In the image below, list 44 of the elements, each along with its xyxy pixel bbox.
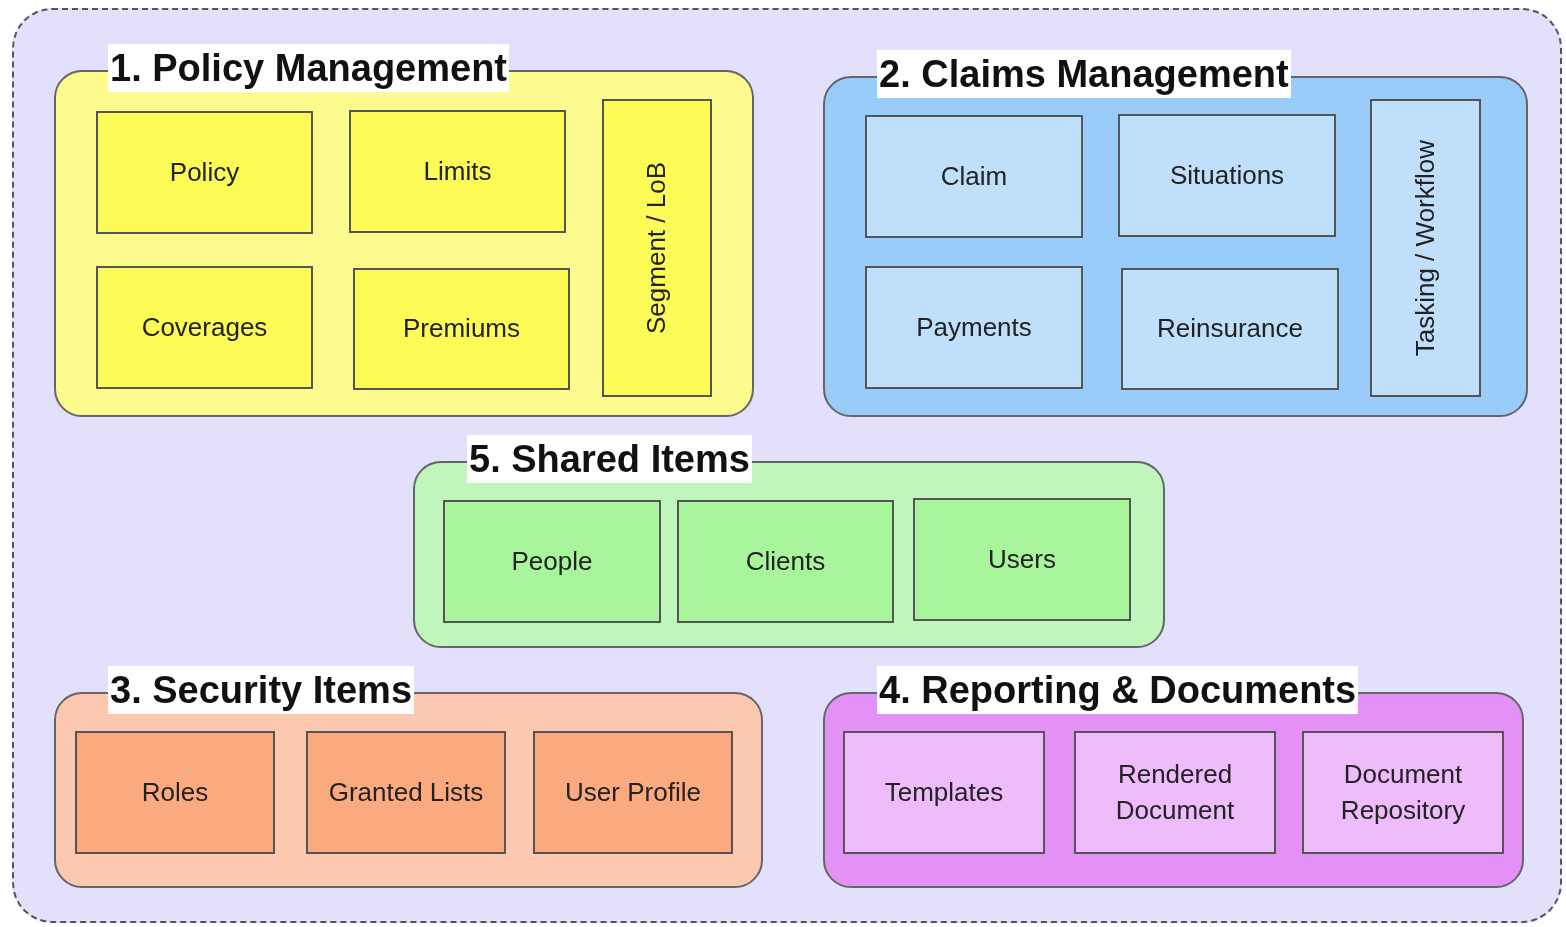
module-label: Tasking / Workflow bbox=[1408, 139, 1441, 357]
module-label: Limits bbox=[423, 154, 492, 188]
module-box bbox=[1370, 99, 1481, 397]
module-box bbox=[349, 110, 566, 233]
module-box bbox=[1074, 731, 1276, 854]
module-box bbox=[533, 731, 733, 854]
module-label: Roles bbox=[141, 775, 209, 809]
module-box bbox=[865, 266, 1083, 389]
module-box bbox=[96, 111, 313, 234]
module-box bbox=[913, 498, 1131, 621]
group-title: 1. Policy Management bbox=[108, 44, 509, 92]
module-label: Policy bbox=[169, 155, 240, 189]
module-label: Segment / LoB bbox=[640, 162, 673, 334]
module-box bbox=[1302, 731, 1504, 854]
group-title: 4. Reporting & Documents bbox=[877, 666, 1359, 714]
module-box bbox=[677, 500, 894, 623]
module-box bbox=[602, 99, 712, 397]
module-label: Document Repository bbox=[1339, 758, 1467, 827]
module-label: Clients bbox=[745, 544, 826, 578]
module-label: Granted Lists bbox=[328, 775, 484, 809]
module-box bbox=[75, 731, 275, 854]
module-label: Coverages bbox=[141, 310, 268, 344]
group-title: 2. Claims Management bbox=[877, 50, 1291, 98]
module-box bbox=[843, 731, 1045, 854]
module-box bbox=[865, 115, 1083, 238]
module-box bbox=[443, 500, 661, 623]
module-label: Templates bbox=[884, 775, 1004, 809]
module-box bbox=[1121, 268, 1339, 390]
module-label: Rendered Document bbox=[1114, 758, 1236, 827]
module-label: People bbox=[511, 544, 593, 578]
module-box bbox=[1118, 114, 1336, 237]
module-label: Situations bbox=[1169, 158, 1285, 192]
module-label: Reinsurance bbox=[1157, 312, 1303, 346]
module-label: Users bbox=[988, 542, 1056, 576]
group-title: 3. Security Items bbox=[108, 666, 415, 714]
module-box bbox=[353, 268, 570, 390]
module-label: Claim bbox=[940, 159, 1008, 193]
module-box bbox=[306, 731, 506, 854]
module-label: User Profile bbox=[565, 775, 701, 809]
container-background bbox=[12, 8, 1562, 923]
module-box bbox=[96, 266, 313, 389]
group-title: 5. Shared Items bbox=[467, 435, 752, 483]
module-label: Premiums bbox=[403, 312, 520, 346]
module-label: Payments bbox=[916, 310, 1032, 344]
